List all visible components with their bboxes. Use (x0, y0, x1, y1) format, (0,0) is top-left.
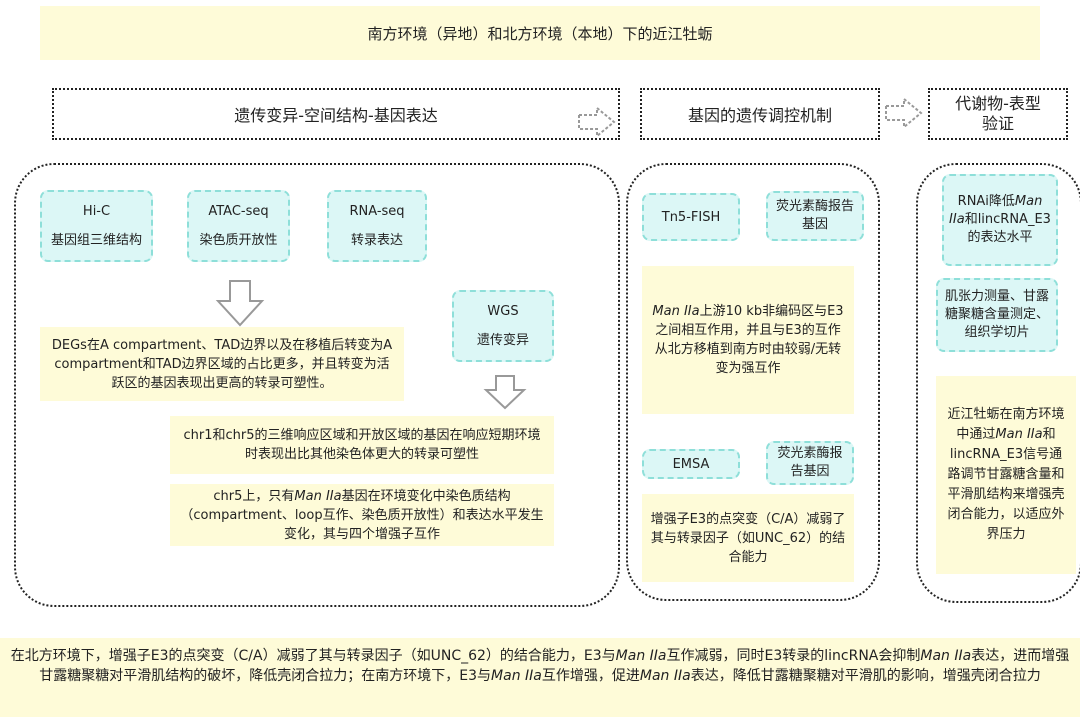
finding-conclusion-gene: Man IIa (995, 427, 1043, 442)
section-header-regulation-label: 基因的遗传调控机制 (687, 106, 832, 125)
method-rnaseq-name: RNA-seq (349, 204, 405, 219)
finding-e3-mutation: 增强子E3的点突变（C/A）减弱了其与转录因子（如UNC_62）的结合能力 (642, 494, 854, 582)
finding-chr5-pre: chr5上，只有 (213, 488, 295, 504)
finding-conclusion-text: 近江牡蛎在南方环境中通过Man IIa和lincRNA_E3信号通路调节甘露糖含… (944, 405, 1068, 545)
method-hic-desc: 基因组三维结构 (50, 233, 142, 248)
method-wgs: WGS 遗传变异 (452, 290, 554, 362)
finding-conclusion-post: 和lincRNA_E3信号通路调节甘露糖含量和平滑肌结构来增强壳闭合能力，以适应… (947, 427, 1065, 542)
flow-arrow-1-icon (578, 105, 616, 139)
finding-e3-mutation-text: 增强子E3的点突变（C/A）减弱了其与转录因子（如UNC_62）的结合能力 (650, 511, 846, 565)
section-header-genetics-label: 遗传变异-空间结构-基因表达 (234, 106, 438, 125)
summary-part-5: 表达，降低甘露糖聚糖对平滑肌的影响，增强壳闭合拉力 (690, 668, 1041, 684)
method-wgs-desc: 遗传变异 (476, 333, 529, 348)
finding-maniia-e3: Man IIa上游10 kb非编码区与E3之间相互作用，并且与E3的互作从北方移… (642, 266, 854, 414)
summary-text: 在北方环境下，增强子E3的点突变（C/A）减弱了其与转录因子（如UNC_62）的… (11, 648, 1069, 684)
method-hic-name: Hi-C (82, 204, 111, 219)
method-emsa-name: EMSA (672, 456, 710, 472)
method-reporter-2-name: 荧光素酶报告基因 (777, 446, 843, 479)
section-header-regulation: 基因的遗传调控机制 (640, 88, 880, 140)
method-atac-name: ATAC-seq (208, 204, 269, 219)
method-reporter-1: 荧光素酶报告基因 (766, 191, 864, 241)
finding-chr1-chr5: chr1和chr5的三维响应区域和开放区域的基因在响应短期环境时表现出比其他染色… (170, 416, 554, 474)
title-banner: 南方环境（异地）和北方环境（本地）下的近江牡蛎 (40, 6, 1040, 60)
method-reporter-2: 荧光素酶报告基因 (766, 441, 854, 485)
finding-maniia-e3-post: 上游10 kb非编码区与E3之间相互作用，并且与E3的互作从北方移植到南方时由较… (654, 304, 844, 376)
finding-conclusion-pre: 近江牡蛎在南方环境中通过 (947, 407, 1065, 442)
summary-gene-2: Man IIa (920, 648, 972, 664)
method-atac-desc: 染色质开放性 (199, 233, 278, 248)
flow-arrow-2-icon (885, 96, 923, 130)
summary-gene-3: Man IIa (491, 668, 542, 684)
method-measurement: 肌张力测量、甘露糖聚糖含量测定、组织学切片 (936, 278, 1058, 352)
method-tn5-fish: Tn5-FISH (642, 193, 740, 241)
finding-maniia-e3-text: Man IIa上游10 kb非编码区与E3之间相互作用，并且与E3的互作从北方移… (650, 302, 846, 378)
method-tn5-fish-name: Tn5-FISH (661, 209, 721, 225)
finding-chr5-maniia: chr5上，只有Man IIa基因在环境变化中染色质结构（compartment… (170, 484, 554, 546)
method-reporter-1-name: 荧光素酶报告基因 (775, 199, 854, 232)
finding-maniia-e3-gene: Man IIa (652, 304, 700, 319)
method-emsa: EMSA (642, 449, 740, 479)
method-rnai-post: 和lincRNA_E3的表达水平 (964, 212, 1051, 245)
method-rnai-gene: Man IIa (949, 194, 1043, 227)
summary-part-2: 互作减弱，同时E3转录的lincRNA会抑制 (666, 648, 921, 664)
finding-degs: DEGs在A compartment、TAD边界以及在移植后转变为A compa… (40, 327, 404, 401)
summary-part-1: 在北方环境下，增强子E3的点突变（C/A）减弱了其与转录因子（如UNC_62）的… (10, 648, 616, 664)
diagram-title: 南方环境（异地）和北方环境（本地）下的近江牡蛎 (367, 24, 713, 43)
finding-chr5-post: 基因在环境变化中染色质结构（compartment、loop互作、染色质开放性）… (180, 488, 544, 542)
section-header-genetics: 遗传变异-空间结构-基因表达 (52, 88, 620, 140)
finding-degs-text: DEGs在A compartment、TAD边界以及在移植后转变为A compa… (51, 337, 393, 391)
down-arrow-2-icon (483, 375, 527, 410)
method-rnai-pre: RNAi降低 (957, 194, 1015, 209)
finding-conclusion: 近江牡蛎在南方环境中通过Man IIa和lincRNA_E3信号通路调节甘露糖含… (936, 376, 1076, 574)
method-atac: ATAC-seq 染色质开放性 (187, 190, 290, 262)
finding-chr5-gene: Man IIa (294, 488, 342, 504)
method-wgs-name: WGS (487, 304, 519, 319)
method-measurement-text: 肌张力测量、甘露糖聚糖含量测定、组织学切片 (944, 289, 1049, 340)
section-header-phenotype: 代谢物-表型 验证 (928, 88, 1068, 140)
summary-part-4: 互作增强，促进 (541, 668, 640, 684)
summary-gene-1: Man IIa (615, 648, 667, 664)
down-arrow-1-icon (215, 280, 265, 327)
section-header-phenotype-line1: 代谢物-表型 (955, 94, 1041, 113)
method-rnaseq: RNA-seq 转录表达 (327, 190, 427, 262)
method-rnaseq-desc: 转录表达 (350, 233, 403, 248)
finding-chr1-chr5-text: chr1和chr5的三维响应区域和开放区域的基因在响应短期环境时表现出比其他染色… (183, 428, 541, 462)
finding-chr5-text: chr5上，只有Man IIa基因在环境变化中染色质结构（compartment… (178, 487, 546, 544)
method-hic: Hi-C 基因组三维结构 (40, 190, 153, 262)
summary-gene-4: Man IIa (639, 668, 691, 684)
summary-banner: 在北方环境下，增强子E3的点突变（C/A）减弱了其与转录因子（如UNC_62）的… (0, 638, 1080, 717)
summary-part-3: 表达，进而增强甘露糖聚糖对平滑肌结构的破坏，降低壳闭合拉力；在南方环境下，E3与 (39, 648, 1070, 684)
method-rnai-text: RNAi降低Man IIa和lincRNA_E3的表达水平 (948, 193, 1052, 247)
method-rnai: RNAi降低Man IIa和lincRNA_E3的表达水平 (942, 174, 1058, 266)
section-header-phenotype-line2: 验证 (981, 114, 1014, 133)
